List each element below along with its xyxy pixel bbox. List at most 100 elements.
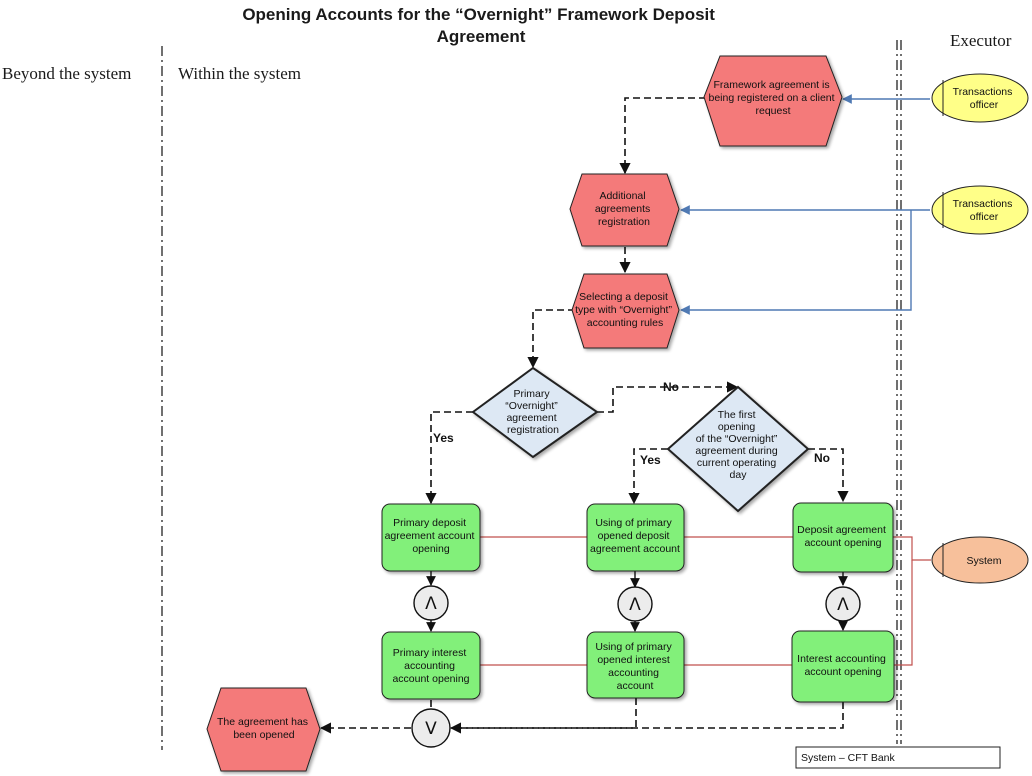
event-framework-line-2: being registered on a client: [708, 92, 834, 104]
svg-text:Selecting a deposit type: Selecting a deposit type with “Overnight…: [575, 291, 675, 329]
function-deposit-opening-line-1: Deposit agreement: [797, 524, 886, 536]
function-using-deposit-line-1: Using of primary: [595, 517, 672, 529]
svg-text:Using of primary opened: Using of primary opened interest account…: [595, 641, 674, 692]
function-deposit-opening-line-2: account opening: [804, 537, 881, 549]
function-primary-deposit-line-1: Primary deposit: [393, 517, 466, 529]
event-framework-line-1: Framework agreement is: [713, 79, 829, 91]
function-interest-opening: Interest accounting account opening: [791, 630, 895, 703]
function-interest-opening-line-1: Interest accounting: [797, 653, 886, 665]
event-agreement-opened: The agreement has been opened: [206, 687, 321, 772]
event-additional-line-3: registration: [598, 216, 650, 228]
lane-label-within: Within the system: [178, 64, 301, 83]
decision-first-line-2: opening: [718, 421, 756, 433]
function-primary-deposit-line-2: agreement account: [385, 530, 475, 542]
executor-officer-1-line-2: officer: [970, 99, 999, 111]
event-opened-line-2: been opened: [233, 729, 294, 741]
decision-primary-line-3: agreement: [506, 412, 556, 424]
flow-interest3-to-or: [451, 702, 844, 729]
operator-and-2-symbol: Λ: [629, 595, 641, 615]
executor-officer-2-line-2: officer: [970, 211, 999, 223]
operator-and-1-symbol: Λ: [425, 594, 437, 614]
function-primary-deposit: Primary deposit agreement account openin…: [381, 503, 481, 572]
function-using-deposit-line-3: agreement account: [590, 543, 680, 555]
diagram-title-line-1: Opening Accounts for the “Overnight” Fra…: [242, 5, 715, 24]
event-framework-line-3: request: [755, 105, 790, 117]
flow-first-yes: [628, 448, 668, 505]
svg-text:Additional agreements: Additional agreements registration: [595, 190, 653, 228]
operator-and-3: Λ: [825, 586, 861, 622]
flow-interest2-to-or: [449, 698, 637, 734]
decision-primary-line-2: “Overnight”: [505, 400, 558, 412]
svg-text:Deposit agreement accoun: Deposit agreement account opening: [797, 524, 889, 549]
decision-first-line-6: day: [730, 469, 748, 481]
function-using-interest: Using of primary opened interest account…: [586, 631, 685, 699]
event-selecting-line-3: accounting rules: [587, 317, 663, 329]
event-selecting-type: Selecting a deposit type with “Overnight…: [571, 273, 680, 349]
function-primary-interest-line-2: accounting: [404, 660, 455, 672]
executor-officer-1: Transactions officer: [931, 73, 1029, 123]
link-officer2-to-selecting: [680, 210, 912, 315]
svg-text:Primary deposit agreemen: Primary deposit agreement account openin…: [385, 517, 478, 555]
executor-system: System: [931, 536, 1029, 584]
flow-primary-no: [597, 381, 739, 413]
operator-and-2: Λ: [617, 586, 653, 622]
edge-label-no-1: No: [663, 380, 679, 394]
decision-first-line-5: current operating: [697, 457, 777, 469]
executor-officer-2-line-1: Transactions: [953, 198, 1013, 210]
svg-text:Interest accounting acco: Interest accounting account opening: [797, 653, 889, 678]
operator-or: V: [411, 708, 451, 748]
diagram-title: Opening Accounts for the “Overnight” Fra…: [242, 5, 719, 46]
lane-label-beyond: Beyond the system: [2, 64, 131, 83]
flow-framework-to-additional: [619, 97, 706, 175]
function-primary-interest: Primary interest accounting account open…: [381, 631, 481, 700]
edge-label-no-2: No: [814, 451, 830, 465]
svg-text:The agreement has been o: The agreement has been opened: [217, 716, 311, 741]
svg-text:Transactions officer: Transactions officer: [953, 198, 1016, 223]
function-deposit-opening: Deposit agreement account opening: [792, 502, 894, 573]
decision-first-line-4: agreement during: [695, 445, 777, 457]
flow-selecting-to-primary: [527, 309, 575, 369]
function-primary-interest-line-3: account opening: [392, 673, 469, 685]
svg-text:Using of primary opened: Using of primary opened deposit agreemen…: [590, 517, 680, 555]
function-using-interest-line-3: accounting: [608, 667, 659, 679]
flow-first-no: [808, 448, 849, 503]
svg-text:The first opening: The first opening of the “Overnight” agr…: [695, 409, 780, 481]
decision-primary-line-1: Primary: [513, 388, 550, 400]
event-additional-line-2: agreements: [595, 203, 650, 215]
function-using-interest-line-1: Using of primary: [595, 641, 672, 653]
operator-or-symbol: V: [425, 719, 437, 739]
event-opened-line-1: The agreement has: [217, 716, 308, 728]
function-primary-interest-line-1: Primary interest: [393, 647, 467, 659]
executor-system-label: System: [966, 555, 1001, 567]
decision-first-opening: The first opening of the “Overnight” agr…: [666, 385, 810, 513]
function-using-deposit: Using of primary opened deposit agreemen…: [586, 503, 685, 572]
operator-and-1: Λ: [413, 585, 449, 621]
svg-text:Primary interest account: Primary interest accounting account open…: [392, 647, 469, 685]
legend-text: System – CFT Bank: [801, 752, 896, 764]
event-selecting-line-1: Selecting a deposit: [579, 291, 668, 303]
edge-label-yes-2: Yes: [640, 453, 661, 467]
link-sys-6: [893, 560, 913, 666]
event-framework-registered: Framework agreement is being registered …: [703, 55, 843, 147]
decision-primary-line-4: registration: [507, 424, 559, 436]
function-using-deposit-line-2: opened deposit: [598, 530, 670, 542]
function-using-interest-line-4: account: [617, 680, 654, 692]
function-interest-opening-line-2: account opening: [804, 666, 881, 678]
svg-text:Primary “Overnight”: Primary “Overnight” agreement registrati…: [505, 388, 560, 436]
decision-primary-registration: Primary “Overnight” agreement registrati…: [471, 366, 599, 459]
function-primary-deposit-line-3: opening: [412, 543, 450, 555]
event-selecting-line-2: type with “Overnight”: [575, 304, 672, 316]
legend-box: System – CFT Bank: [795, 746, 1001, 769]
decision-first-line-3: of the “Overnight”: [696, 433, 778, 445]
link-sys-3: [893, 536, 931, 561]
diagram-title-line-2: Agreement: [437, 27, 526, 46]
edge-label-yes-1: Yes: [433, 431, 454, 445]
operator-and-3-symbol: Λ: [837, 595, 849, 615]
decision-first-line-1: The first: [718, 409, 756, 421]
svg-text:Transactions officer: Transactions officer: [953, 86, 1016, 111]
function-using-interest-line-2: opened interest: [597, 654, 669, 666]
executor-officer-2: Transactions officer: [931, 185, 1029, 235]
executor-officer-1-line-1: Transactions: [953, 86, 1013, 98]
flow-primary-yes: [425, 411, 473, 505]
